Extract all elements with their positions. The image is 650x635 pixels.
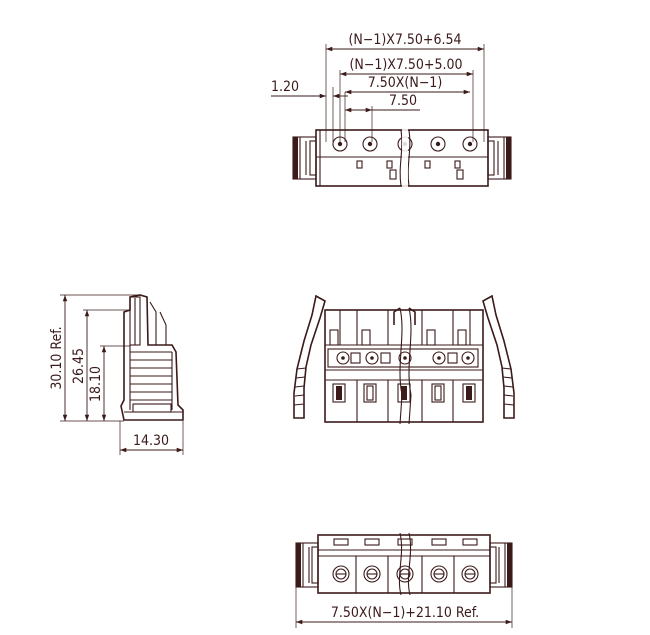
dim-inner-top: (N−1)X7.50+5.00 <box>340 57 473 77</box>
dim-label-inner-top: (N−1)X7.50+5.00 <box>349 57 462 73</box>
dim-label-overall-top: (N−1)X7.50+6.54 <box>348 32 461 48</box>
dim-label-overall-bottom: 7.50X(N−1)+21.10 Ref. <box>331 605 479 621</box>
side-view: 30.10 Ref. 26.45 18.10 14.30 <box>49 294 184 455</box>
right-lever-teeth <box>501 367 515 406</box>
bottom-tabs <box>318 538 490 557</box>
dim-label-height-overall: 30.10 Ref. <box>49 326 65 389</box>
front-screw-holes <box>327 348 479 368</box>
bottom-view: 7.50X(N−1)+21.10 Ref. <box>295 532 513 628</box>
dim-pitch: 7.50 <box>344 92 420 142</box>
top-screw-holes <box>332 136 478 152</box>
top-view: (N−1)X7.50+6.54 (N−1)X7.50+5.00 7.50X(N−… <box>271 32 512 188</box>
dim-depth: 14.30 <box>119 421 184 455</box>
dim-label-depth: 14.30 <box>133 433 169 449</box>
bottom-wire-holes <box>332 556 479 593</box>
dim-label-offset: 1.20 <box>271 79 299 95</box>
front-contact-windows <box>332 380 476 422</box>
dim-overall-bottom: 7.50X(N−1)+21.10 Ref. <box>295 587 513 628</box>
dim-offset: 1.20 <box>271 79 348 99</box>
dim-pitch-total: 7.50X(N−1) <box>345 75 470 95</box>
side-ribs <box>130 351 172 401</box>
dim-height-overall: 30.10 Ref. <box>49 295 68 421</box>
dim-label-height-mid: 26.45 <box>71 348 87 384</box>
dim-label-pitch-total: 7.50X(N−1) <box>368 75 442 91</box>
dim-label-pitch: 7.50 <box>389 93 417 109</box>
dim-overall-top: (N−1)X7.50+6.54 <box>326 32 484 52</box>
front-upper-cells <box>329 310 471 346</box>
front-view <box>293 294 515 425</box>
dim-height-mid: 26.45 <box>71 310 90 421</box>
dim-label-height-low: 18.10 <box>88 366 104 402</box>
left-lever-teeth <box>293 295 326 406</box>
dim-height-low: 18.10 <box>88 346 107 421</box>
